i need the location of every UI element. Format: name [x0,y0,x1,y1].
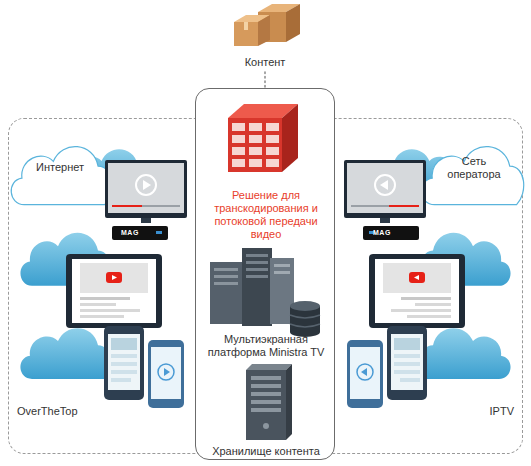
phone-icon [104,326,184,408]
component-label: Решение для транскодирования и потоковой… [206,189,326,241]
device-brand-label: MAG [373,229,391,237]
component-label: Хранилище контента [201,445,331,458]
content-node: Контент [225,0,305,72]
dotted-connector [264,72,266,88]
platform-panel: Решение для транскодирования и потоковой… [195,88,335,460]
content-label: Контент [225,56,305,69]
monitor-icon [105,160,187,240]
operator-network-cloud: Сеть оператора [414,135,528,207]
cloud-label: Сеть оператора [436,155,512,181]
component-label: Мультиэкранная платформа Ministra TV [201,333,331,359]
area-label: IPTV [414,405,514,418]
device-brand-label: MAG [121,229,139,237]
tablet-icon [66,254,162,328]
internet-cloud: Интернет [4,135,116,207]
area-label: OverTheTop [17,405,117,418]
content-boxes-icon [234,4,300,46]
cloud-label: Интернет [14,161,106,174]
